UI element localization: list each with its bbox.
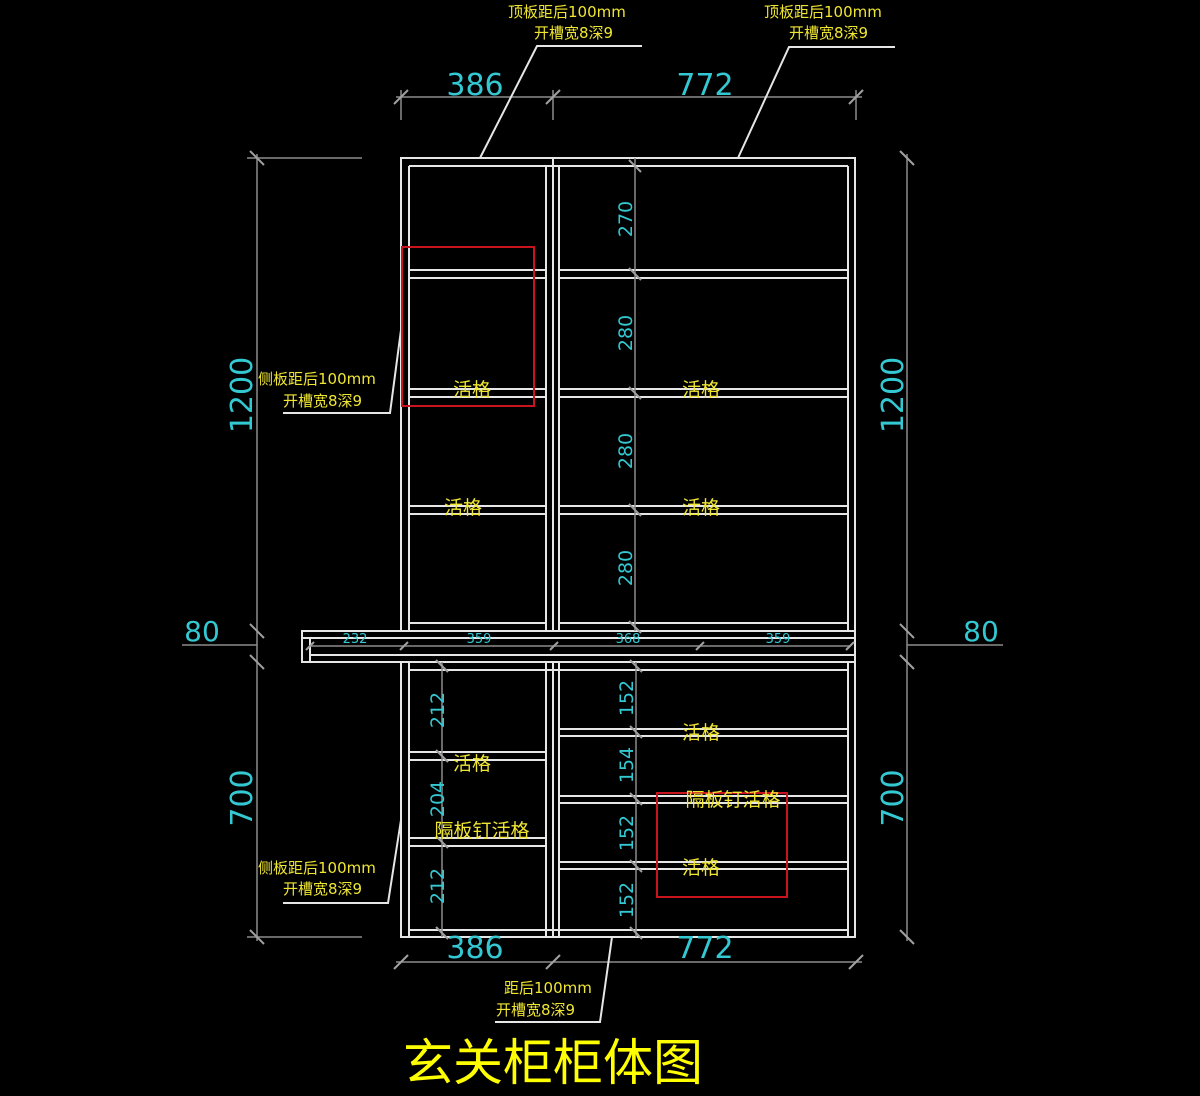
note-top-left-line1: 顶板距后100mm — [508, 3, 626, 21]
dim-lower-height-left: 700 — [225, 769, 260, 826]
shelf-label-lower-right-1: 活格 — [682, 722, 720, 744]
leader-side-upper — [283, 329, 402, 414]
right-dim-tick — [899, 150, 915, 166]
leader-bottom — [495, 936, 613, 1023]
drawing-title: 玄关柜柜体图 — [403, 1034, 703, 1092]
counter-dim-tick — [695, 641, 705, 651]
upper-spacing-3: 280 — [615, 433, 637, 469]
note-top-right-line1: 顶板距后100mm — [764, 3, 882, 21]
counter-segment-1: 232 — [343, 632, 368, 647]
bottom-dim-tick — [393, 954, 409, 970]
leader-side-lower — [283, 819, 402, 904]
note-bottom-line1: 距后100mm — [504, 979, 592, 997]
lower-right-spacing-3: 152 — [616, 815, 638, 851]
dim-bottom-right: 772 — [676, 931, 733, 966]
dim-upper-height-right: 1200 — [876, 357, 911, 433]
lower-left-spacing-tick — [435, 926, 449, 940]
upper-spacing-tick — [628, 267, 642, 281]
note-side-lower-line2: 开槽宽8深9 — [283, 880, 362, 898]
note-top-right-line2: 开槽宽8深9 — [789, 24, 868, 42]
lower-right-spacing-tick — [629, 859, 643, 873]
upper-spacing-tick — [628, 159, 642, 173]
cabinet-boards — [301, 157, 856, 938]
note-side-lower-line1: 侧板距后100mm — [258, 859, 376, 877]
left-dim-tick — [249, 150, 265, 166]
upper-spacing-tick — [628, 620, 642, 634]
right-dim-tick — [899, 929, 915, 945]
top-dim-tick — [545, 89, 561, 105]
note-side-upper-line2: 开槽宽8深9 — [283, 392, 362, 410]
bottom-dim-tick — [545, 954, 561, 970]
shelf-label-lower-right-3: 活格 — [682, 857, 720, 879]
lower-right-spacing-tick — [629, 725, 643, 739]
shelf-label-lower-left-2: 隔板钉活格 — [434, 820, 529, 842]
lower-right-spacing-tick — [629, 659, 643, 673]
shelf-label-lower-right-2: 隔板钉活格 — [685, 789, 780, 811]
counter-segment-4: 359 — [766, 632, 791, 647]
upper-spacing-tick — [628, 503, 642, 517]
lower-left-spacing-tick — [435, 749, 449, 763]
counter-dim-tick — [845, 641, 855, 651]
shelf-label-upper-left-1: 活格 — [453, 379, 491, 401]
top-dim-tick — [848, 89, 864, 105]
leader-top-right — [737, 46, 895, 159]
lower-left-spacing-2: 204 — [427, 781, 449, 817]
shelf-label-upper-left-2: 活格 — [444, 497, 482, 519]
counter-dim-tick — [549, 641, 559, 651]
counter-dim-tick — [305, 641, 315, 651]
note-bottom-line2: 开槽宽8深9 — [496, 1001, 575, 1019]
leader-top-left — [479, 45, 642, 159]
lower-right-spacing-4: 152 — [616, 882, 638, 918]
upper-spacing-2: 280 — [615, 315, 637, 351]
dim-bottom-left: 386 — [446, 931, 503, 966]
left-dim-tick — [249, 929, 265, 945]
dim-upper-height-left: 1200 — [225, 357, 260, 433]
lower-right-spacing-tick — [629, 926, 643, 940]
dim-counter-right: 80 — [963, 615, 999, 648]
note-side-upper-line1: 侧板距后100mm — [258, 370, 376, 388]
right-dim-tick — [899, 654, 915, 670]
leader-lines — [283, 45, 895, 1023]
shelf-label-lower-left-1: 活格 — [453, 753, 491, 775]
dimension-lines — [182, 89, 1003, 970]
dim-top-left: 386 — [446, 68, 503, 103]
lower-left-spacing-tick — [435, 659, 449, 673]
counter-segment-2: 359 — [467, 632, 492, 647]
dim-top-right: 772 — [676, 68, 733, 103]
counter-segment-3: 368 — [616, 632, 641, 647]
upper-spacing-tick — [628, 386, 642, 400]
left-dim-tick — [249, 623, 265, 639]
shelf-label-upper-right-1: 活格 — [682, 379, 720, 401]
lower-right-spacing-2: 154 — [616, 747, 638, 783]
note-top-left-line2: 开槽宽8深9 — [534, 24, 613, 42]
lower-right-spacing-1: 152 — [616, 680, 638, 716]
highlight-box-upper-left — [401, 246, 535, 407]
dim-lower-height-right: 700 — [876, 769, 911, 826]
lower-left-spacing-3: 212 — [427, 868, 449, 904]
top-dim-tick — [393, 89, 409, 105]
left-dim-tick — [249, 654, 265, 670]
upper-spacing-1: 270 — [615, 201, 637, 237]
bottom-dim-tick — [848, 954, 864, 970]
lower-left-spacing-tick — [435, 835, 449, 849]
lower-left-spacing-1: 212 — [427, 692, 449, 728]
counter-dim-tick — [399, 641, 409, 651]
lower-right-spacing-tick — [629, 792, 643, 806]
right-dim-tick — [899, 623, 915, 639]
lower-cabinet-outline — [400, 661, 856, 938]
highlight-box-lower-right — [656, 792, 788, 898]
dim-counter-left: 80 — [184, 615, 220, 648]
shelf-label-upper-right-2: 活格 — [682, 497, 720, 519]
upper-spacing-4: 280 — [615, 550, 637, 586]
